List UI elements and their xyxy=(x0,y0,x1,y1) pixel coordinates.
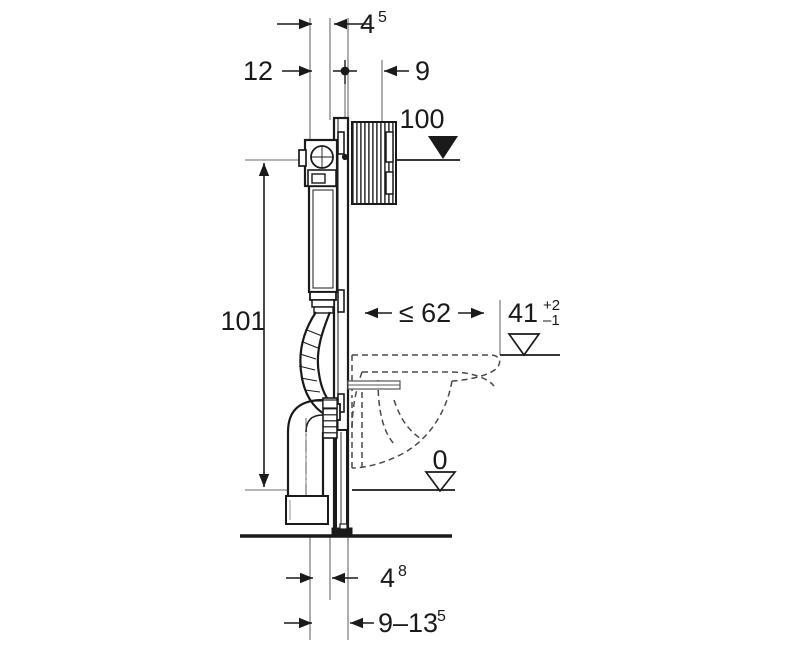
dim-sup-bottom-range: 5 xyxy=(437,608,446,625)
dim-sup-top-width: 5 xyxy=(378,9,387,26)
drainage-elbow xyxy=(285,397,338,525)
actuator-connection-box xyxy=(351,121,397,205)
level-marker-100: 100 xyxy=(399,104,458,159)
center-axis-marker xyxy=(333,60,357,84)
reference-lines xyxy=(240,159,560,538)
open-triangle-down-icon-0 xyxy=(424,471,457,493)
dimension-bottom-range: 9–13 5 xyxy=(284,608,446,638)
dim-label-top-width: 4 xyxy=(360,9,375,39)
dim-label-bottom-thickness: 4 xyxy=(380,563,395,593)
dimension-frame-height: 101 xyxy=(220,163,270,487)
bowl-fixing-bolt xyxy=(347,380,401,390)
level-label-0: 0 xyxy=(432,445,447,475)
dim-label-right-offset: 9 xyxy=(415,56,430,86)
wc-bowl-hidden-outline xyxy=(351,354,501,469)
dim-label-projection-max: ≤ 62 xyxy=(399,298,451,328)
level-tol-minus: –1 xyxy=(543,312,560,329)
open-triangle-down-icon-41 xyxy=(507,333,541,357)
dim-label-frame-height: 101 xyxy=(220,306,265,336)
level-tol-plus: +2 xyxy=(543,297,560,314)
dimension-bottom-thickness: 4 8 xyxy=(286,563,407,593)
dim-label-left-offset: 12 xyxy=(243,56,273,86)
level-label-41: 41 xyxy=(508,298,538,328)
dimension-projection-max: ≤ 62 xyxy=(365,298,484,328)
dimension-left-offset: 12 xyxy=(243,56,312,86)
dim-label-bottom-range: 9–13 xyxy=(378,608,438,638)
dim-sup-bottom-thickness: 8 xyxy=(398,563,407,580)
filled-triangle-down-icon xyxy=(428,136,458,159)
dimension-right-offset: 9 xyxy=(384,56,430,86)
concealed-cistern xyxy=(298,138,339,314)
dimension-top-width: 4 5 xyxy=(277,9,387,39)
level-marker-41: 41 +2 –1 xyxy=(507,297,560,357)
level-marker-0: 0 xyxy=(424,445,457,493)
level-label-100: 100 xyxy=(399,104,444,134)
